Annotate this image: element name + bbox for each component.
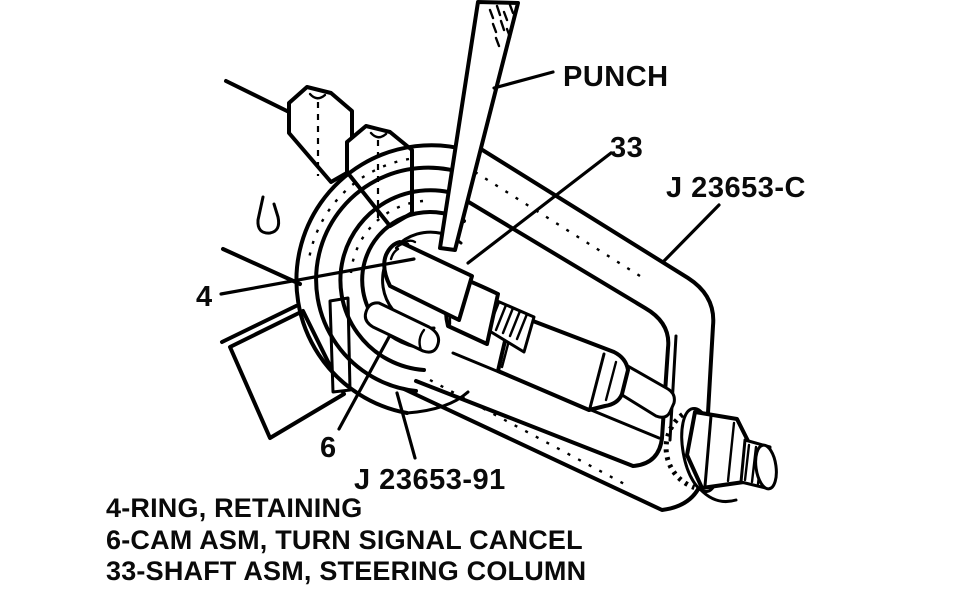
bracket-leg <box>228 309 346 440</box>
leader-punch <box>492 70 555 90</box>
bracket-edge <box>224 79 291 114</box>
cancel-cam-pin <box>363 301 441 354</box>
shaft-hub <box>382 240 474 322</box>
puller-bolt-asm <box>663 407 778 504</box>
nut-facet-2 <box>726 421 736 483</box>
cam-arc-outer <box>294 143 469 415</box>
frame-top-rail-stipple <box>474 170 641 278</box>
shaft-bevel-line-2 <box>604 360 618 402</box>
leader-lines <box>219 70 721 460</box>
callout-j2365391: J 23653-91 <box>354 464 506 496</box>
cam-bottom-lip <box>405 390 470 415</box>
cam-stipple-inner <box>349 199 424 274</box>
cam-arc-2 <box>314 165 470 393</box>
bracket-hook <box>256 195 281 235</box>
bracket-edge-low <box>220 304 298 344</box>
leader-6 <box>337 335 391 431</box>
callout-punch: PUNCH <box>563 61 669 93</box>
nut-facet-1 <box>703 414 713 488</box>
shaft-bevel-line-1 <box>588 352 606 410</box>
stud-thread-line-1 <box>743 443 751 482</box>
callout-j23653c: J 23653-C <box>666 172 806 204</box>
callout-labels: PUNCH 33 J 23653-C 4 6 J 23653-91 <box>196 61 806 496</box>
legend: 4-RING, RETAINING 6-CAM ASM, TURN SIGNAL… <box>106 493 586 586</box>
stud-left-notch <box>308 92 327 100</box>
punch-top-speckle <box>488 3 515 48</box>
frame-outer-edge <box>402 139 716 512</box>
stud-right-notch <box>369 131 388 139</box>
bracket-edge-mid <box>221 247 302 286</box>
leader-33 <box>466 151 613 265</box>
leader-4 <box>219 257 416 296</box>
frame-right-double-line <box>668 334 678 442</box>
bracket-stud-right <box>345 124 414 228</box>
legend-line-ring: 4-RING, RETAINING <box>106 493 362 523</box>
callout-4: 4 <box>196 281 213 313</box>
column-bracket <box>220 79 414 440</box>
leader-frame <box>661 203 721 264</box>
pin-end-cap <box>418 328 426 352</box>
washer-bottom-curve <box>698 487 738 504</box>
legend-line-shaft: 33-SHAFT ASM, STEERING COLUMN <box>106 556 586 586</box>
punch-rod <box>438 0 520 252</box>
callout-6: 6 <box>320 432 337 464</box>
shaft-asm <box>363 239 676 419</box>
frame-bottom-rail-stipple <box>429 378 631 489</box>
callout-33: 33 <box>610 132 643 164</box>
legend-line-cam: 6-CAM ASM, TURN SIGNAL CANCEL <box>106 525 583 555</box>
bracket-stud-left <box>287 85 354 184</box>
punch-tool <box>438 0 520 252</box>
retaining-ring-detail <box>389 239 417 261</box>
leader-adapter <box>395 391 417 460</box>
stud-end-cap <box>754 443 778 491</box>
